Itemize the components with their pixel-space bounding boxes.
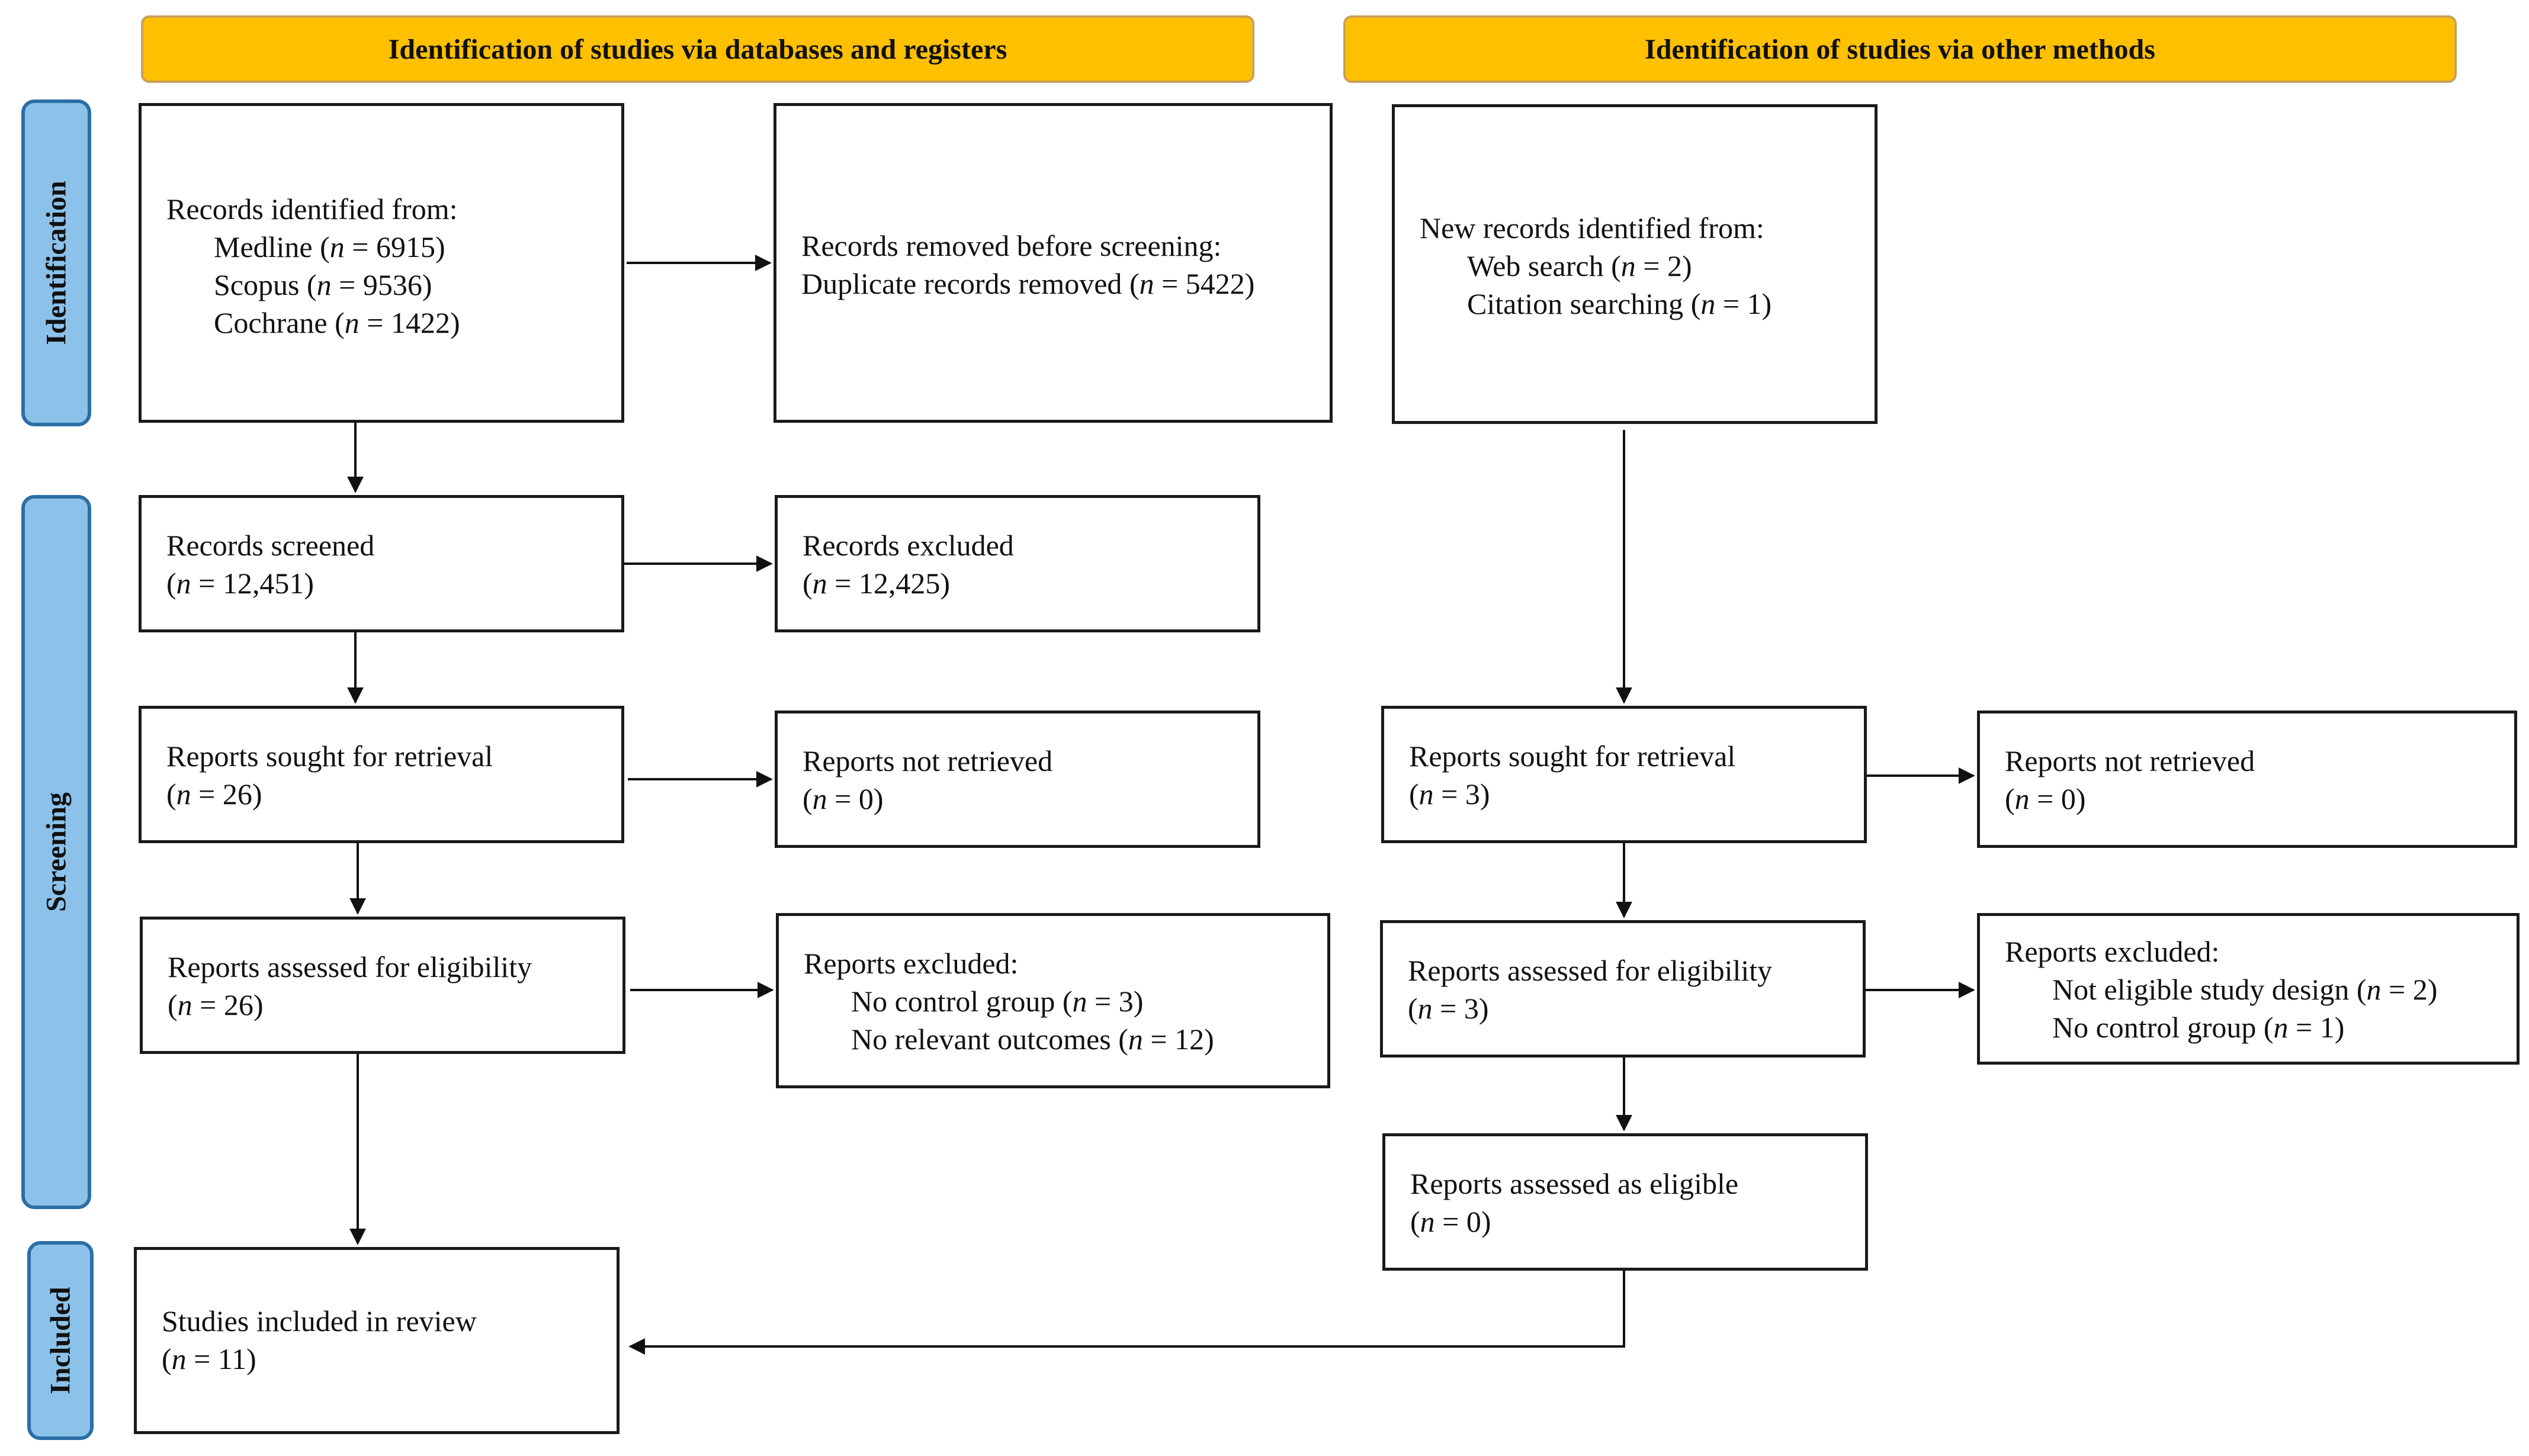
box-reports-not-retrieved-left: Reports not retrieved (n = 0) — [775, 711, 1260, 848]
reason-no-control-group-right: No control group (n = 1) — [2052, 1011, 2345, 1044]
source-cochrane: Cochrane (n = 1422) — [214, 306, 460, 339]
box-studies-included: Studies included in review (n = 11) — [134, 1247, 620, 1434]
header-other-methods: Identification of studies via other meth… — [1343, 15, 2457, 83]
not-retrieved-right-title: Reports not retrieved — [2005, 744, 2255, 777]
reason-not-eligible-design: Not eligible study design (n = 2) — [2052, 973, 2438, 1006]
box-reports-assessed-left: Reports assessed for eligibility (n = 26… — [140, 917, 625, 1054]
eligible-count: (n = 0) — [1410, 1205, 1491, 1238]
reports-excluded-left-title: Reports excluded: — [804, 947, 1019, 980]
studies-included-count: (n = 11) — [162, 1342, 256, 1375]
box-reports-excluded-left: Reports excluded: No control group (n = … — [776, 913, 1330, 1088]
source-medline: Medline (n = 6915) — [214, 230, 445, 263]
stage-identification: Identification — [21, 99, 91, 426]
box-reports-sought-right: Reports sought for retrieval (n = 3) — [1381, 706, 1867, 843]
reports-excluded-right-title: Reports excluded: — [2005, 935, 2220, 968]
header-databases-label: Identification of studies via databases … — [388, 33, 1007, 65]
records-excluded-title: Records excluded — [803, 529, 1014, 562]
reason-no-control-group-left: No control group (n = 3) — [851, 985, 1144, 1018]
box-reports-assessed-right: Reports assessed for eligibility (n = 3) — [1380, 920, 1866, 1058]
arrow-eligible-to-included — [628, 1271, 1625, 1355]
records-removed-title: Records removed before screening: — [801, 229, 1222, 262]
eligible-title: Reports assessed as eligible — [1410, 1167, 1739, 1200]
stage-screening: Screening — [21, 495, 91, 1209]
box-records-screened: Records screened (n = 12,451) — [139, 495, 624, 632]
box-reports-excluded-right: Reports excluded: Not eligible study des… — [1977, 913, 2520, 1065]
studies-included-title: Studies included in review — [162, 1304, 477, 1338]
header-databases: Identification of studies via databases … — [141, 15, 1254, 83]
assessed-right-count: (n = 3) — [1408, 992, 1489, 1025]
reports-sought-right-count: (n = 3) — [1409, 777, 1490, 811]
records-identified-title: Records identified from: — [166, 192, 458, 226]
header-other-label: Identification of studies via other meth… — [1645, 33, 2155, 65]
reports-sought-left-count: (n = 26) — [166, 777, 262, 811]
records-excluded-count: (n = 12,425) — [803, 567, 951, 600]
box-reports-sought-left: Reports sought for retrieval (n = 26) — [139, 706, 624, 843]
not-retrieved-right-count: (n = 0) — [2005, 782, 2086, 815]
source-scopus: Scopus (n = 9536) — [214, 268, 432, 301]
box-reports-eligible: Reports assessed as eligible (n = 0) — [1382, 1133, 1868, 1271]
assessed-left-count: (n = 26) — [168, 988, 264, 1021]
box-records-identified: Records identified from: Medline (n = 69… — [139, 103, 624, 423]
box-reports-not-retrieved-right: Reports not retrieved (n = 0) — [1977, 711, 2517, 848]
box-new-records-identified: New records identified from: Web search … — [1392, 104, 1878, 424]
reason-no-relevant-outcomes: No relevant outcomes (n = 12) — [851, 1023, 1214, 1056]
source-citation-searching: Citation searching (n = 1) — [1467, 287, 1772, 320]
not-retrieved-left-count: (n = 0) — [803, 782, 884, 815]
new-records-title: New records identified from: — [1420, 211, 1764, 245]
box-records-excluded: Records excluded (n = 12,425) — [775, 495, 1260, 632]
records-screened-count: (n = 12,451) — [166, 567, 314, 600]
stage-included: Included — [27, 1241, 94, 1440]
records-screened-title: Records screened — [166, 529, 375, 562]
assessed-left-title: Reports assessed for eligibility — [168, 950, 532, 983]
source-web-search: Web search (n = 2) — [1467, 249, 1692, 282]
box-records-removed: Records removed before screening: Duplic… — [774, 103, 1333, 423]
reports-sought-right-title: Reports sought for retrieval — [1409, 740, 1736, 773]
not-retrieved-left-title: Reports not retrieved — [803, 744, 1053, 777]
duplicates-removed: Duplicate records removed (n = 5422) — [801, 267, 1255, 300]
assessed-right-title: Reports assessed for eligibility — [1408, 954, 1773, 987]
reports-sought-left-title: Reports sought for retrieval — [166, 740, 493, 773]
